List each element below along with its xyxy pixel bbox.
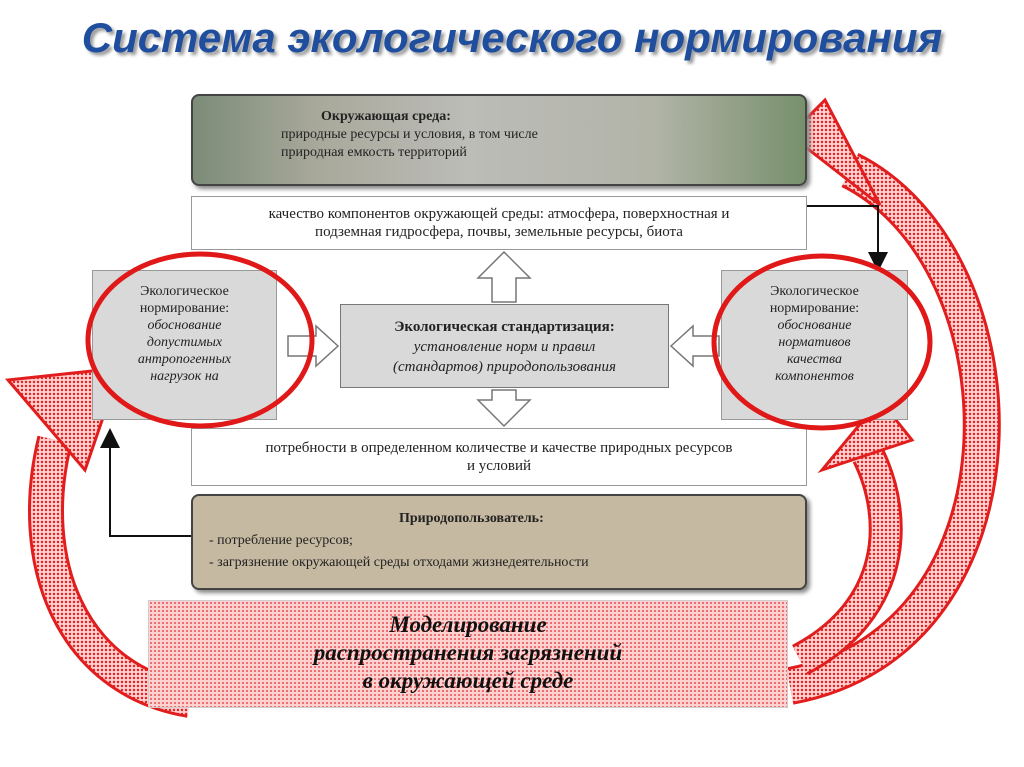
right-norming-line-5: качества bbox=[786, 352, 843, 367]
environment-line-1: природные ресурсы и условия, в том числе bbox=[281, 127, 538, 142]
connector-from-user bbox=[100, 428, 191, 537]
modeling-line-3: в окружающей среде bbox=[362, 668, 574, 693]
hollow-arrow-up bbox=[476, 250, 532, 303]
page-title: Система экологического нормирования bbox=[81, 14, 943, 61]
hollow-arrow-left bbox=[669, 324, 720, 368]
left-norming-line-6: нагрузок на bbox=[150, 369, 219, 384]
left-norming-line-2: нормирование: bbox=[139, 301, 230, 316]
right-norming-line-4: нормативов bbox=[778, 335, 851, 350]
left-curved-arrow bbox=[5, 366, 194, 718]
left-norming-line-4: допустимых bbox=[146, 335, 223, 350]
right-curved-arrow-top bbox=[786, 97, 1001, 705]
hollow-arrow-right bbox=[287, 324, 340, 368]
left-norming-line-5: антропогенных bbox=[137, 352, 232, 367]
quality-box: качество компонентов окружающей среды: а… bbox=[191, 196, 807, 250]
left-norming-line-1: Экологическое bbox=[140, 284, 229, 299]
standardization-line-1: установление норм и правил bbox=[413, 339, 596, 355]
modeling-box: Моделирование распространения загрязнени… bbox=[148, 600, 788, 708]
right-norming-line-2: нормирование: bbox=[769, 301, 860, 316]
needs-box: потребности в определенном количестве и … bbox=[191, 428, 807, 486]
environment-line-2: природная емкость территорий bbox=[281, 145, 467, 160]
left-norming-box: Экологическое нормирование: обоснование … bbox=[92, 270, 277, 420]
standardization-heading: Экологическая стандартизация: bbox=[394, 319, 615, 335]
right-norming-line-1: Экологическое bbox=[770, 284, 859, 299]
hollow-arrow-down bbox=[476, 389, 532, 428]
standardization-line-2: (стандартов) природопользования bbox=[393, 359, 616, 375]
left-norming-line-3: обоснование bbox=[147, 318, 222, 333]
needs-line-1: потребности в определенном количестве и … bbox=[265, 440, 733, 456]
environment-box: Окружающая среда: природные ресурсы и ус… bbox=[191, 94, 807, 186]
standardization-box: Экологическая стандартизация: установлен… bbox=[340, 304, 669, 388]
modeling-line-2: распространения загрязнений bbox=[313, 640, 623, 665]
quality-line-1: качество компонентов окружающей среды: а… bbox=[268, 206, 730, 222]
environment-heading: Окружающая среда: bbox=[321, 109, 451, 124]
right-norming-line-6: компонентов bbox=[775, 369, 854, 384]
modeling-line-1: Моделирование bbox=[389, 612, 547, 637]
resource-user-item-1: - потребление ресурсов; bbox=[209, 533, 353, 548]
quality-line-2: подземная гидросфера, почвы, земельные р… bbox=[315, 224, 683, 240]
resource-user-heading: Природопользователь: bbox=[399, 511, 544, 526]
resource-user-item-2: - загрязнение окружающей среды отходами … bbox=[209, 555, 589, 570]
right-norming-box: Экологическое нормирование: обоснование … bbox=[721, 270, 908, 420]
connector-to-right-norming bbox=[807, 205, 888, 272]
resource-user-box: Природопользователь: - потребление ресур… bbox=[191, 494, 807, 590]
right-norming-line-3: обоснование bbox=[777, 318, 852, 333]
needs-line-2: и условий bbox=[466, 458, 532, 474]
